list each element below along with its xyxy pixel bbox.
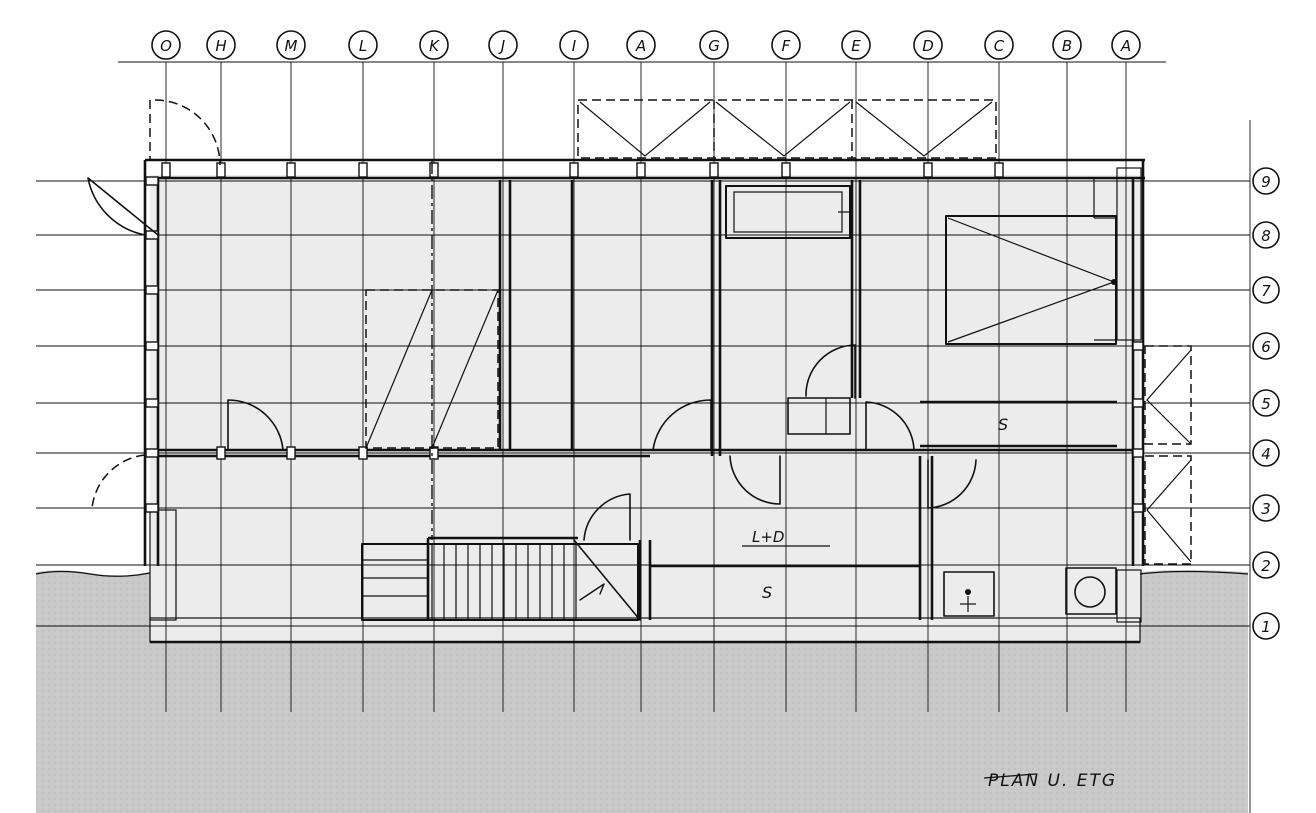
- window-mullion: [1132, 448, 1144, 458]
- room-label-storage-bottom: S: [762, 583, 772, 602]
- window-mullion: [569, 162, 579, 178]
- row-bubble: 7: [1252, 276, 1280, 304]
- room-labels: S S L+D: [742, 415, 1008, 602]
- room-label-storage-right: S: [998, 415, 1008, 434]
- column-label: M: [285, 37, 298, 55]
- window-mullion: [286, 446, 296, 460]
- window-mullion: [358, 446, 368, 460]
- facade-windows: [145, 162, 1144, 513]
- row-label: 1: [1261, 618, 1271, 636]
- column-bubble: D: [913, 30, 943, 60]
- row-bubble: 8: [1252, 221, 1280, 249]
- ground-soil: [35, 570, 1249, 813]
- column-bubble: K: [419, 30, 449, 60]
- row-label: 2: [1261, 557, 1271, 575]
- drawing-title: PLAN U. ETG: [988, 771, 1117, 791]
- column-bubble: C: [984, 30, 1014, 60]
- window-mullion: [145, 230, 159, 240]
- row-label: 7: [1261, 282, 1271, 300]
- column-label: D: [922, 37, 934, 55]
- window-mullion: [145, 285, 159, 295]
- row-bubble: 6: [1252, 332, 1280, 360]
- row-bubble: 4: [1252, 439, 1280, 467]
- window-mullion: [429, 446, 439, 460]
- column-label: A: [1120, 37, 1131, 55]
- window-mullion: [286, 162, 296, 178]
- window-mullion: [923, 162, 933, 178]
- window-mullion: [994, 162, 1004, 178]
- row-grid-bubbles: 9 8 7 6 5 4 3 2 1: [1252, 167, 1280, 640]
- building-footprint: [150, 175, 1140, 641]
- column-label: L: [359, 37, 367, 55]
- column-bubble: M: [276, 30, 306, 60]
- interior-walls: [150, 180, 1140, 620]
- window-mullion: [161, 162, 171, 178]
- drawing-title-block: PLAN U. ETG: [983, 771, 1117, 791]
- row-bubble: 3: [1252, 494, 1280, 522]
- window-mullion: [1132, 341, 1144, 351]
- column-label: I: [572, 37, 577, 55]
- column-label: C: [994, 37, 1005, 55]
- column-label: E: [851, 37, 861, 55]
- window-mullion: [145, 341, 159, 351]
- window-mullion: [145, 176, 159, 186]
- grid-lines-horizontal: [36, 120, 1251, 813]
- window-mullion: [216, 162, 226, 178]
- window-mullion: [1132, 503, 1144, 513]
- column-bubble: H: [206, 30, 236, 60]
- column-bubble: O: [151, 30, 181, 60]
- column-label: J: [498, 37, 505, 55]
- roof-overhang-dashed: [149, 99, 1192, 565]
- window-mullion: [145, 448, 159, 458]
- column-bubble: B: [1052, 30, 1082, 60]
- row-bubble: 1: [1252, 612, 1280, 640]
- exterior-walls: [143, 158, 1145, 644]
- row-label: 3: [1261, 500, 1271, 518]
- column-bubble: L: [348, 30, 378, 60]
- column-label: F: [782, 37, 791, 55]
- column-bubble: J: [488, 30, 518, 60]
- column-bubble: E: [841, 30, 871, 60]
- column-label: K: [429, 37, 440, 55]
- column-label: B: [1062, 37, 1072, 55]
- row-label: 5: [1261, 395, 1271, 413]
- doors: [87, 99, 977, 541]
- column-bubble: F: [771, 30, 801, 60]
- window-mullion: [145, 503, 159, 513]
- window-mullion: [145, 398, 159, 408]
- row-bubble: 5: [1252, 389, 1280, 417]
- row-bubble: 9: [1252, 167, 1280, 195]
- fixtures: [725, 178, 1117, 617]
- row-label: 4: [1261, 445, 1271, 463]
- column-label: O: [160, 37, 172, 55]
- window-mullion: [429, 162, 439, 178]
- window-mullion: [216, 446, 226, 460]
- column-bubble: A: [1111, 30, 1141, 60]
- row-label: 9: [1261, 173, 1271, 191]
- window-mullion: [358, 162, 368, 178]
- staircase: [361, 536, 641, 621]
- column-label: G: [708, 37, 720, 55]
- row-label: 6: [1261, 338, 1271, 356]
- column-label: H: [215, 37, 226, 55]
- column-bubble: I: [559, 30, 589, 60]
- column-bubble: G: [699, 30, 729, 60]
- window-mullion: [1132, 398, 1144, 408]
- column-label: A: [635, 37, 646, 55]
- room-label-corridor: L+D: [752, 528, 784, 546]
- window-mullion: [709, 162, 719, 178]
- window-mullion: [636, 162, 646, 178]
- window-mullion: [781, 162, 791, 178]
- column-bubble: A: [626, 30, 656, 60]
- row-label: 8: [1261, 227, 1271, 245]
- row-bubble: 2: [1252, 551, 1280, 579]
